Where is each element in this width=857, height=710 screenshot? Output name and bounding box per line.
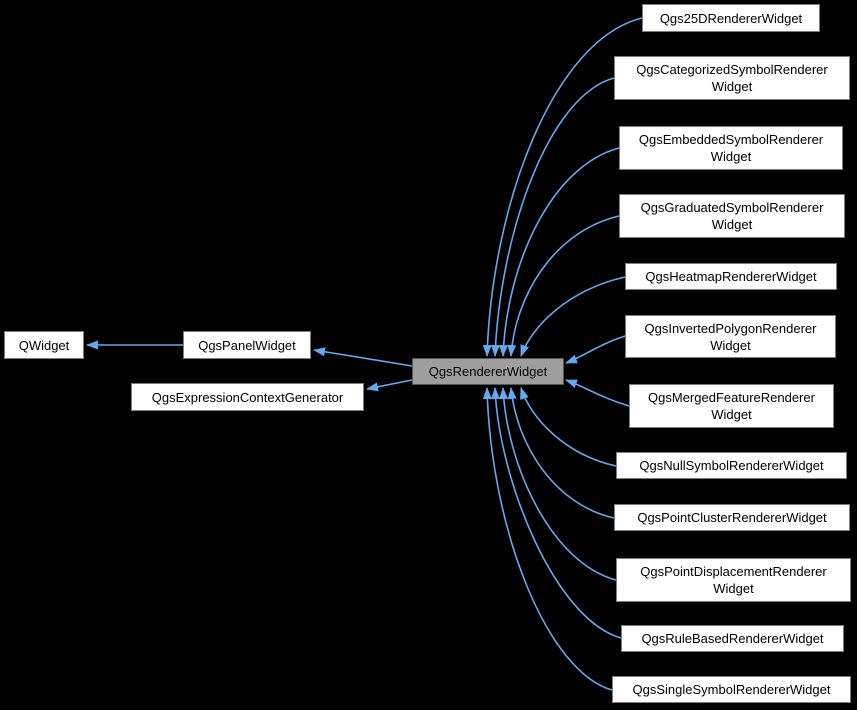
class-node-qgsembeddedsymbolrendererwidget[interactable]: QgsEmbeddedSymbolRenderer Widget <box>619 126 843 170</box>
class-node-qgsheatmaprendererwidget[interactable]: QgsHeatmapRendererWidget <box>625 263 837 290</box>
class-node-qgsrendererwidget: QgsRendererWidget <box>412 358 564 385</box>
class-node-qgspointclusterrendererwidget[interactable]: QgsPointClusterRendererWidget <box>614 504 850 531</box>
edge-qgsrulebasedrendererwidget-to-qgsrendererwidget <box>490 387 622 639</box>
class-node-qgsnullsymbolrendererwidget[interactable]: QgsNullSymbolRendererWidget <box>616 452 847 479</box>
edge-qgsrendererwidget-to-qgsexpressioncontextgenerator <box>366 379 413 392</box>
edge-qgsheatmaprendererwidget-to-qgsrendererwidget <box>520 276 626 357</box>
class-node-qgsexpressioncontextgenerator[interactable]: QgsExpressionContextGenerator <box>131 383 364 411</box>
edge-qgscategorizedsymbolrendererwidget-to-qgsrendererwidget <box>490 77 615 357</box>
class-node-qgspointdisplacementrendererwidget[interactable]: QgsPointDisplacementRenderer Widget <box>616 558 851 602</box>
edge-qgsembeddedsymbolrendererwidget-to-qgsrendererwidget <box>498 147 620 357</box>
class-node-qgscategorizedsymbolrendererwidget[interactable]: QgsCategorizedSymbolRenderer Widget <box>614 56 850 100</box>
edge-qgspointclusterrendererwidget-to-qgsrendererwidget <box>507 387 615 519</box>
class-node-qgsgraduatedsymbolrendererwidget[interactable]: QgsGraduatedSymbolRenderer Widget <box>619 194 845 238</box>
class-node-qgs25drendererwidget[interactable]: Qgs25DRendererWidget <box>642 4 820 32</box>
edge-qgsnullsymbolrendererwidget-to-qgsrendererwidget <box>520 387 617 467</box>
edge-qgspointdisplacementrendererwidget-to-qgsrendererwidget <box>499 387 617 581</box>
class-node-qwidget[interactable]: QWidget <box>4 331 84 359</box>
class-node-qgsrulebasedrendererwidget[interactable]: QgsRuleBasedRendererWidget <box>621 625 844 652</box>
class-node-qgsmergedfeaturerendererwidget[interactable]: QgsMergedFeatureRenderer Widget <box>629 384 834 428</box>
edge-qgsinvertedpolygonrendererwidget-to-qgsrendererwidget <box>565 335 626 364</box>
edge-qgsgraduatedsymbolrendererwidget-to-qgsrendererwidget <box>507 215 620 357</box>
edge-qgs25drendererwidget-to-qgsrendererwidget <box>482 17 643 357</box>
edge-qgssinglesymbolrendererwidget-to-qgsrendererwidget <box>482 387 613 691</box>
class-node-qgspanelwidget[interactable]: QgsPanelWidget <box>183 331 311 359</box>
edge-qgsrendererwidget-to-qgspanelwidget <box>313 347 413 367</box>
class-node-qgsinvertedpolygonrendererwidget[interactable]: QgsInvertedPolygonRenderer Widget <box>625 315 836 358</box>
class-node-qgssinglesymbolrendererwidget[interactable]: QgsSingleSymbolRendererWidget <box>612 676 851 703</box>
edge-qgsmergedfeaturerendererwidget-to-qgsrendererwidget <box>565 379 630 407</box>
